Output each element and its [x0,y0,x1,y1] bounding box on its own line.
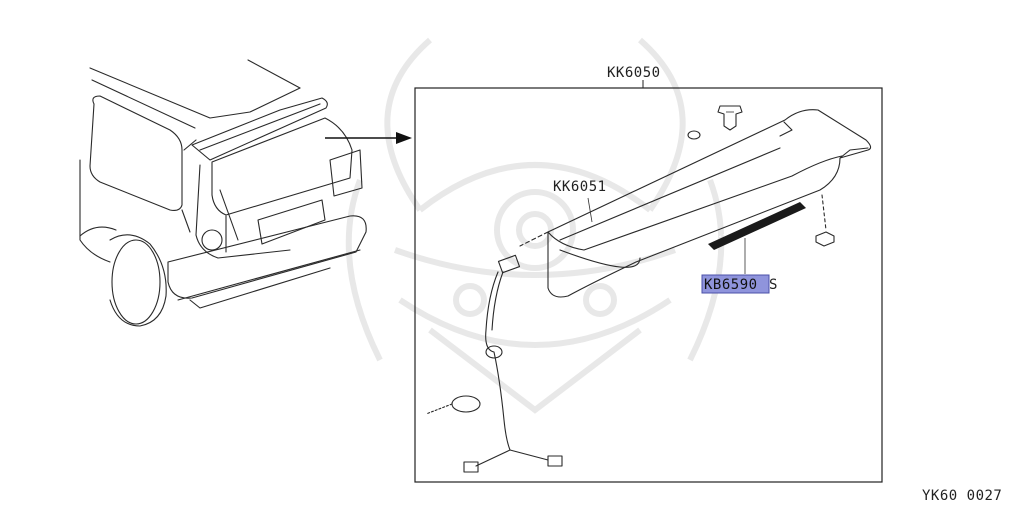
wire-harness [425,231,563,473]
fastener-clip [687,105,743,140]
watermark-emblem [345,37,725,414]
frame-part-label: KK6050 [607,65,661,81]
fastener-nut [815,194,835,247]
highlighted-part-label[interactable]: KB6590 [704,277,758,293]
callout-arrow [325,132,412,144]
highlighted-part-suffix: S [769,277,778,293]
rear-spoiler-part [547,109,872,298]
vehicle-rear-illustration [79,59,367,327]
wire-part-label: KK6051 [553,179,607,195]
detail-frame [414,87,883,483]
figure-code: YK60 0027 [922,488,1002,504]
wire-leader [587,197,593,223]
highlight-box [701,274,770,294]
